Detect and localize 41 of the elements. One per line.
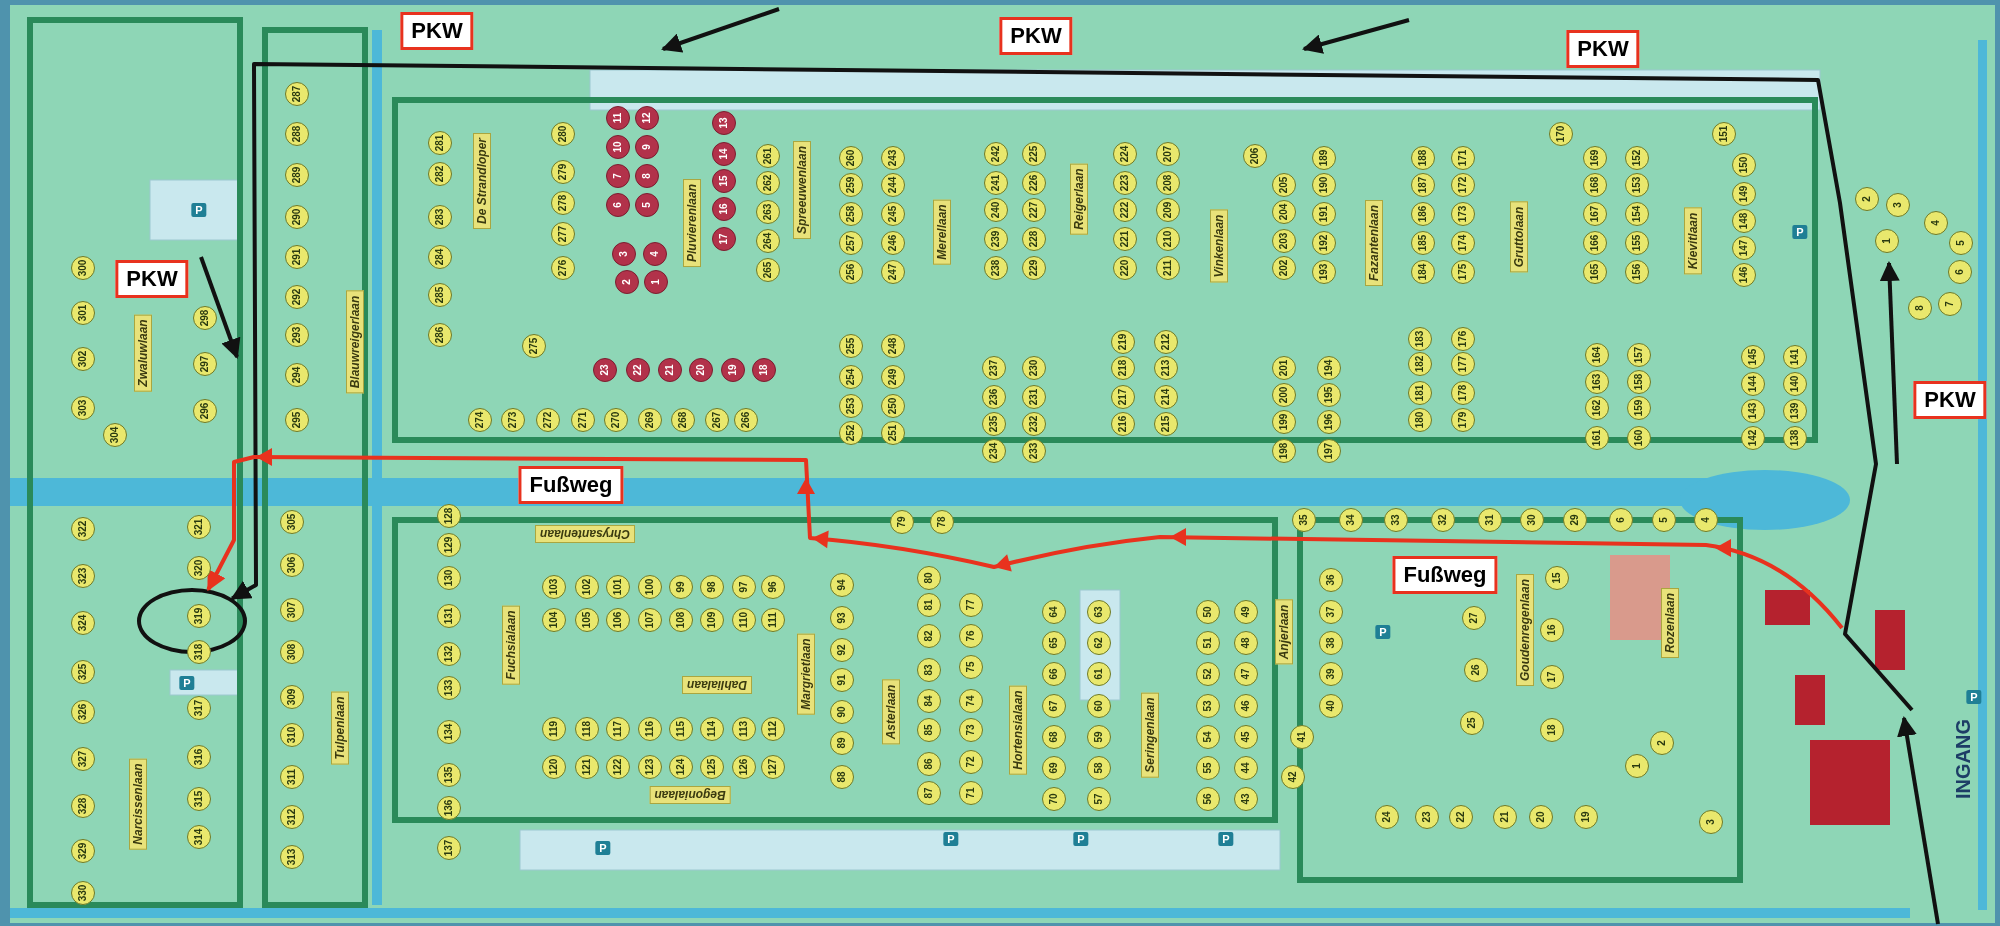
street-name: Kievitlaan	[1684, 207, 1702, 275]
parking-sign: P	[191, 203, 207, 217]
entrance-label: INGANG	[1951, 719, 1975, 799]
street-name: Reigerlaan	[1070, 163, 1088, 235]
street-name: De Strandloper	[473, 133, 491, 229]
footpath-sign: Fußweg	[518, 466, 624, 504]
street-name: Zwaluwlaan	[134, 314, 152, 392]
parking-sign: P	[1375, 625, 1391, 639]
street-name: Anjerlaan	[1275, 599, 1293, 665]
street-name: Asterlaan	[882, 679, 900, 745]
street-name: Chrysantenlaan	[535, 525, 635, 543]
street-name: Dahlialaan	[682, 676, 752, 694]
street-name: Narcissenlaan	[129, 758, 147, 850]
street-name: Blauwreigerlaan	[346, 290, 364, 394]
parking-sign: P	[1792, 225, 1808, 239]
parking-sign: P	[595, 841, 611, 855]
street-name: Rozenlaan	[1661, 588, 1679, 658]
street-name: Tulpenlaan	[331, 691, 349, 765]
car-route-sign: PKW	[1913, 381, 1987, 419]
street-name: Fuchsialaan	[502, 605, 520, 685]
car-route-sign: PKW	[1566, 30, 1640, 68]
street-name: Begonialaan	[649, 786, 731, 804]
footpath-sign: Fußweg	[1392, 556, 1498, 594]
parking-sign: P	[1966, 690, 1982, 704]
car-route-sign: PKW	[400, 12, 474, 50]
street-name: Spreeuwenlaan	[793, 141, 811, 239]
street-name: Vinkenlaan	[1210, 209, 1228, 283]
car-route-sign: PKW	[115, 260, 189, 298]
parking-sign: P	[1218, 832, 1234, 846]
street-name: Merellaan	[933, 199, 951, 265]
parking-sign: P	[943, 832, 959, 846]
parking-sign: P	[179, 676, 195, 690]
street-name: Seringenlaan	[1141, 692, 1159, 778]
car-route-sign: PKW	[999, 17, 1073, 55]
street-name: Pluvierenlaan	[683, 179, 701, 267]
parking-sign: P	[1073, 832, 1089, 846]
street-name: Gruttolaan	[1510, 201, 1528, 273]
street-name: Fazantenlaan	[1365, 200, 1383, 286]
street-name: Hortensialaan	[1009, 685, 1027, 775]
street-name: Margrietlaan	[797, 633, 815, 715]
street-name: Goudenregenlaan	[1516, 574, 1534, 686]
